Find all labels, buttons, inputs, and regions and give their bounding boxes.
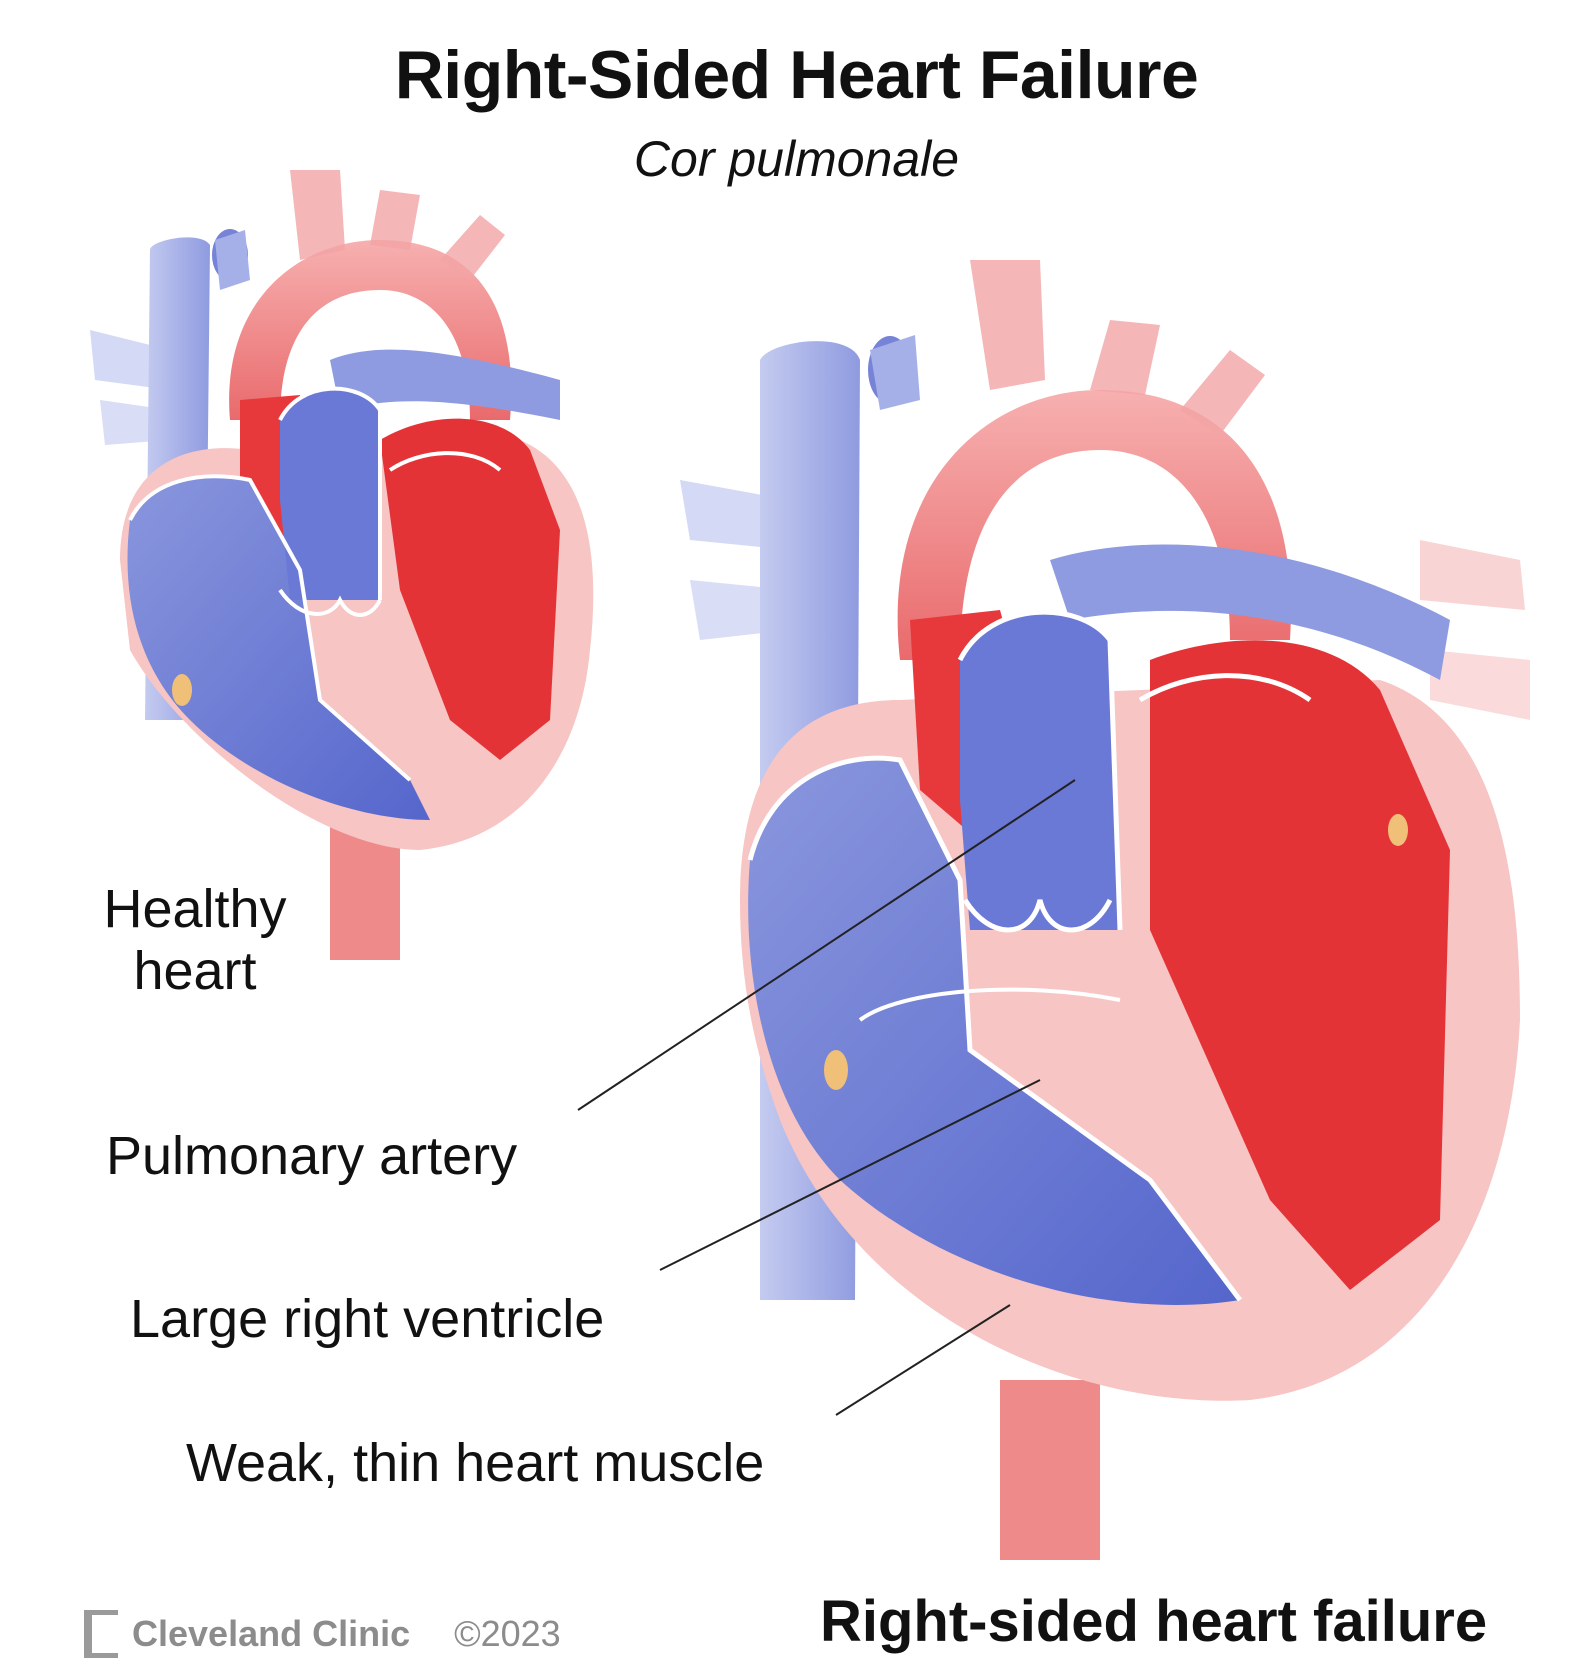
brand-name: Cleveland Clinic xyxy=(132,1613,410,1655)
pulmonary-artery-label: Pulmonary artery xyxy=(106,1125,517,1187)
healthy-label-line1: Healthy xyxy=(80,878,310,940)
heart-muscle-label: Weak, thin heart muscle xyxy=(186,1432,764,1494)
copyright-text: ©2023 xyxy=(454,1613,561,1655)
healthy-heart-label: Healthy heart xyxy=(80,878,310,1002)
healthy-heart-drawing xyxy=(90,170,593,960)
failure-heart-drawing xyxy=(680,260,1530,1560)
cleveland-clinic-logo-icon xyxy=(84,1610,118,1658)
failure-heart-label: Right-sided heart failure xyxy=(820,1588,1487,1655)
footer-credit: Cleveland Clinic ©2023 xyxy=(84,1610,561,1658)
heart-muscle-leader xyxy=(836,1305,1010,1415)
diagram-subtitle: Cor pulmonale xyxy=(0,130,1593,188)
healthy-label-line2: heart xyxy=(80,940,310,1002)
diagram-title: Right-Sided Heart Failure xyxy=(0,36,1593,114)
right-ventricle-label: Large right ventricle xyxy=(130,1288,604,1350)
